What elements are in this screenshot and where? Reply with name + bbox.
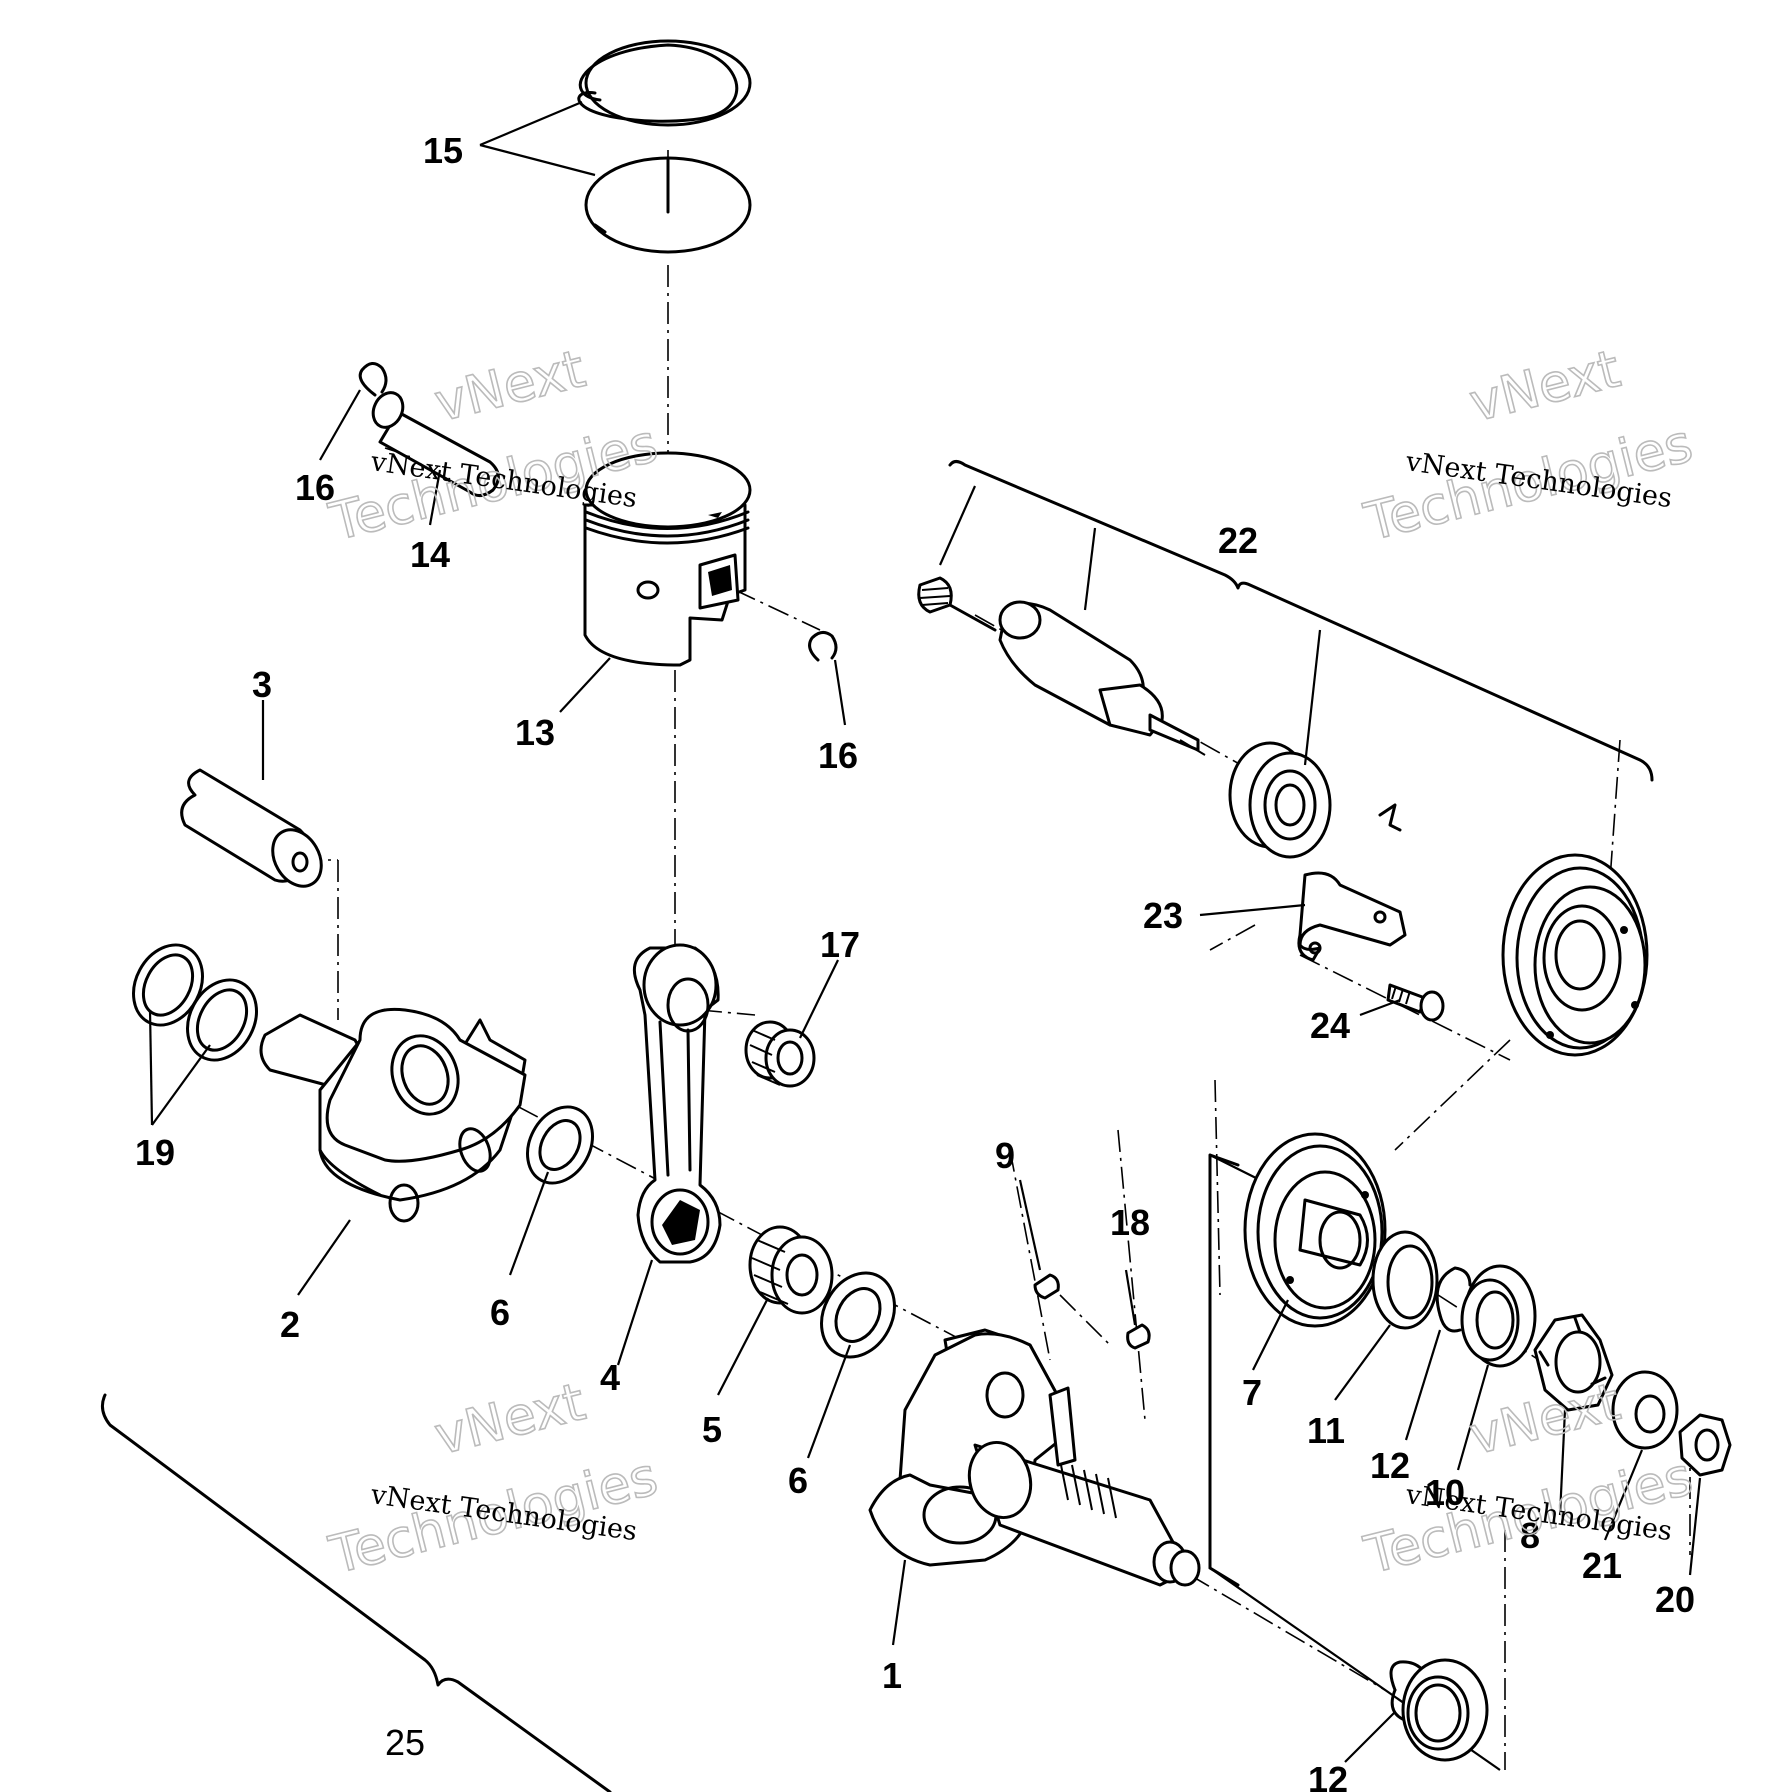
label-9: 9 [995, 1135, 1015, 1176]
label-11: 11 [1307, 1410, 1345, 1451]
label-6-left: 6 [490, 1292, 510, 1333]
label-16-upper: 16 [295, 467, 335, 508]
label-17: 17 [820, 924, 860, 965]
label-10: 10 [1425, 1472, 1465, 1513]
label-25: 25 [385, 1722, 425, 1763]
label-21: 21 [1582, 1545, 1622, 1586]
bolt-24 [1386, 983, 1445, 1022]
circlip-16-left [358, 362, 388, 397]
label-7: 7 [1242, 1372, 1262, 1413]
leader-lines [148, 100, 1702, 1763]
watermark-bottom-left: vNext Technologies vNext Technologies [323, 1371, 664, 1587]
ball-bearing-22 [1228, 741, 1332, 859]
lock-plate-23 [1297, 803, 1407, 962]
bracket-25 [100, 1393, 612, 1792]
oil-seal-bottom [1401, 1658, 1489, 1762]
washer-11 [1371, 1230, 1439, 1330]
label-16-right: 16 [818, 735, 858, 776]
woodruff-key-18 [1126, 1323, 1151, 1350]
crank-half-2 [259, 1007, 527, 1223]
washer-6-left [526, 1105, 594, 1185]
shims-19 [132, 943, 258, 1062]
label-2: 2 [280, 1304, 300, 1345]
ring-nut-8 [1533, 1313, 1614, 1412]
wrist-pin-3 [180, 768, 323, 888]
label-8: 8 [1520, 1515, 1540, 1556]
circlip-16-right [808, 631, 838, 662]
needle-bearing-5 [748, 1225, 834, 1315]
label-12-bottom: 12 [1308, 1759, 1348, 1792]
piston-rings [577, 39, 752, 254]
label-13: 13 [515, 712, 555, 753]
watermark-top-right: vNext Technologies vNext Technologies [1358, 338, 1699, 554]
piston [583, 451, 752, 667]
label-15: 15 [423, 130, 463, 171]
part-labels: 15 16 14 13 16 3 22 23 24 17 19 2 6 4 5 … [135, 130, 1695, 1792]
crank-half-1 [868, 1328, 1201, 1587]
label-3: 3 [252, 664, 272, 705]
svg-text:vNext: vNext [1464, 339, 1626, 434]
washer-6-right [820, 1271, 896, 1359]
label-23: 23 [1143, 895, 1183, 936]
svg-text:vNext: vNext [429, 339, 591, 434]
label-24: 24 [1310, 1005, 1350, 1046]
label-12-right: 12 [1370, 1445, 1410, 1486]
label-18: 18 [1110, 1202, 1150, 1243]
label-20: 20 [1655, 1579, 1695, 1620]
woodruff-key-9 [1033, 1273, 1060, 1300]
label-5: 5 [702, 1409, 722, 1450]
gear-7 [1243, 1132, 1387, 1328]
nut-20 [1678, 1413, 1732, 1477]
label-6-right: 6 [788, 1460, 808, 1501]
circlip-12 [1435, 1266, 1472, 1333]
label-1: 1 [882, 1655, 902, 1696]
washer-21 [1611, 1370, 1679, 1450]
rotor-assembly-22 [917, 576, 1206, 756]
label-14: 14 [410, 534, 450, 575]
piston-pin [371, 391, 500, 497]
label-19: 19 [135, 1132, 175, 1173]
connecting-rod-4 [632, 943, 722, 1264]
svg-text:vNext: vNext [429, 1372, 591, 1467]
needle-bearing-17 [744, 1020, 816, 1088]
label-4: 4 [600, 1357, 620, 1398]
oil-seal-10 [1460, 1264, 1537, 1368]
large-gear-upper [1501, 853, 1649, 1057]
bracket-22 [948, 460, 1654, 782]
label-22: 22 [1218, 520, 1258, 561]
